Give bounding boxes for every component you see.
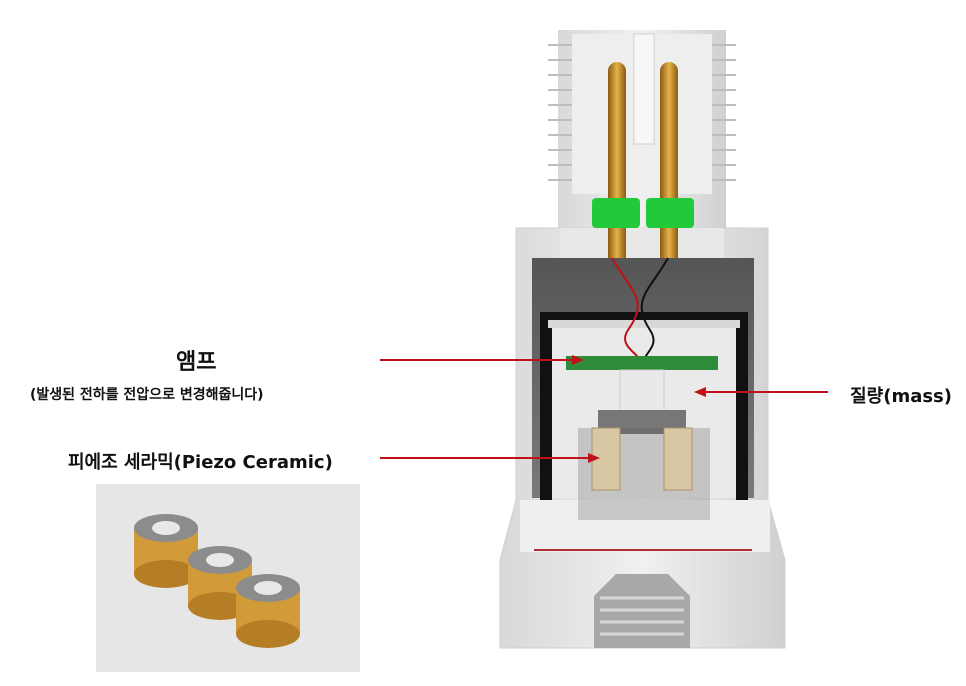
- amp-pcb: [566, 356, 718, 370]
- amp-description: (발생된 전하를 전압으로 변경해줍니다): [30, 387, 264, 403]
- amp-label: 앰프: [176, 350, 217, 375]
- callout-arrows: [380, 355, 828, 463]
- wire-black: [640, 257, 669, 361]
- mounting-stud: [594, 574, 690, 648]
- piezo-ceramic-photo: [96, 484, 360, 672]
- connector-threads: [548, 30, 736, 230]
- pin-left: [608, 62, 626, 272]
- ceramic-ring-3: [236, 574, 300, 648]
- insulator-right: [646, 198, 694, 228]
- insulator-left: [592, 198, 640, 228]
- piezo-label: 피에조 세라믹(Piezo Ceramic): [68, 452, 333, 473]
- ceramic-ring-1: [134, 514, 198, 588]
- pin-right: [660, 62, 678, 272]
- mass-label: 질량(mass): [850, 386, 952, 407]
- piezo-ceramic-elements: [591, 427, 693, 491]
- wire-red: [611, 257, 641, 361]
